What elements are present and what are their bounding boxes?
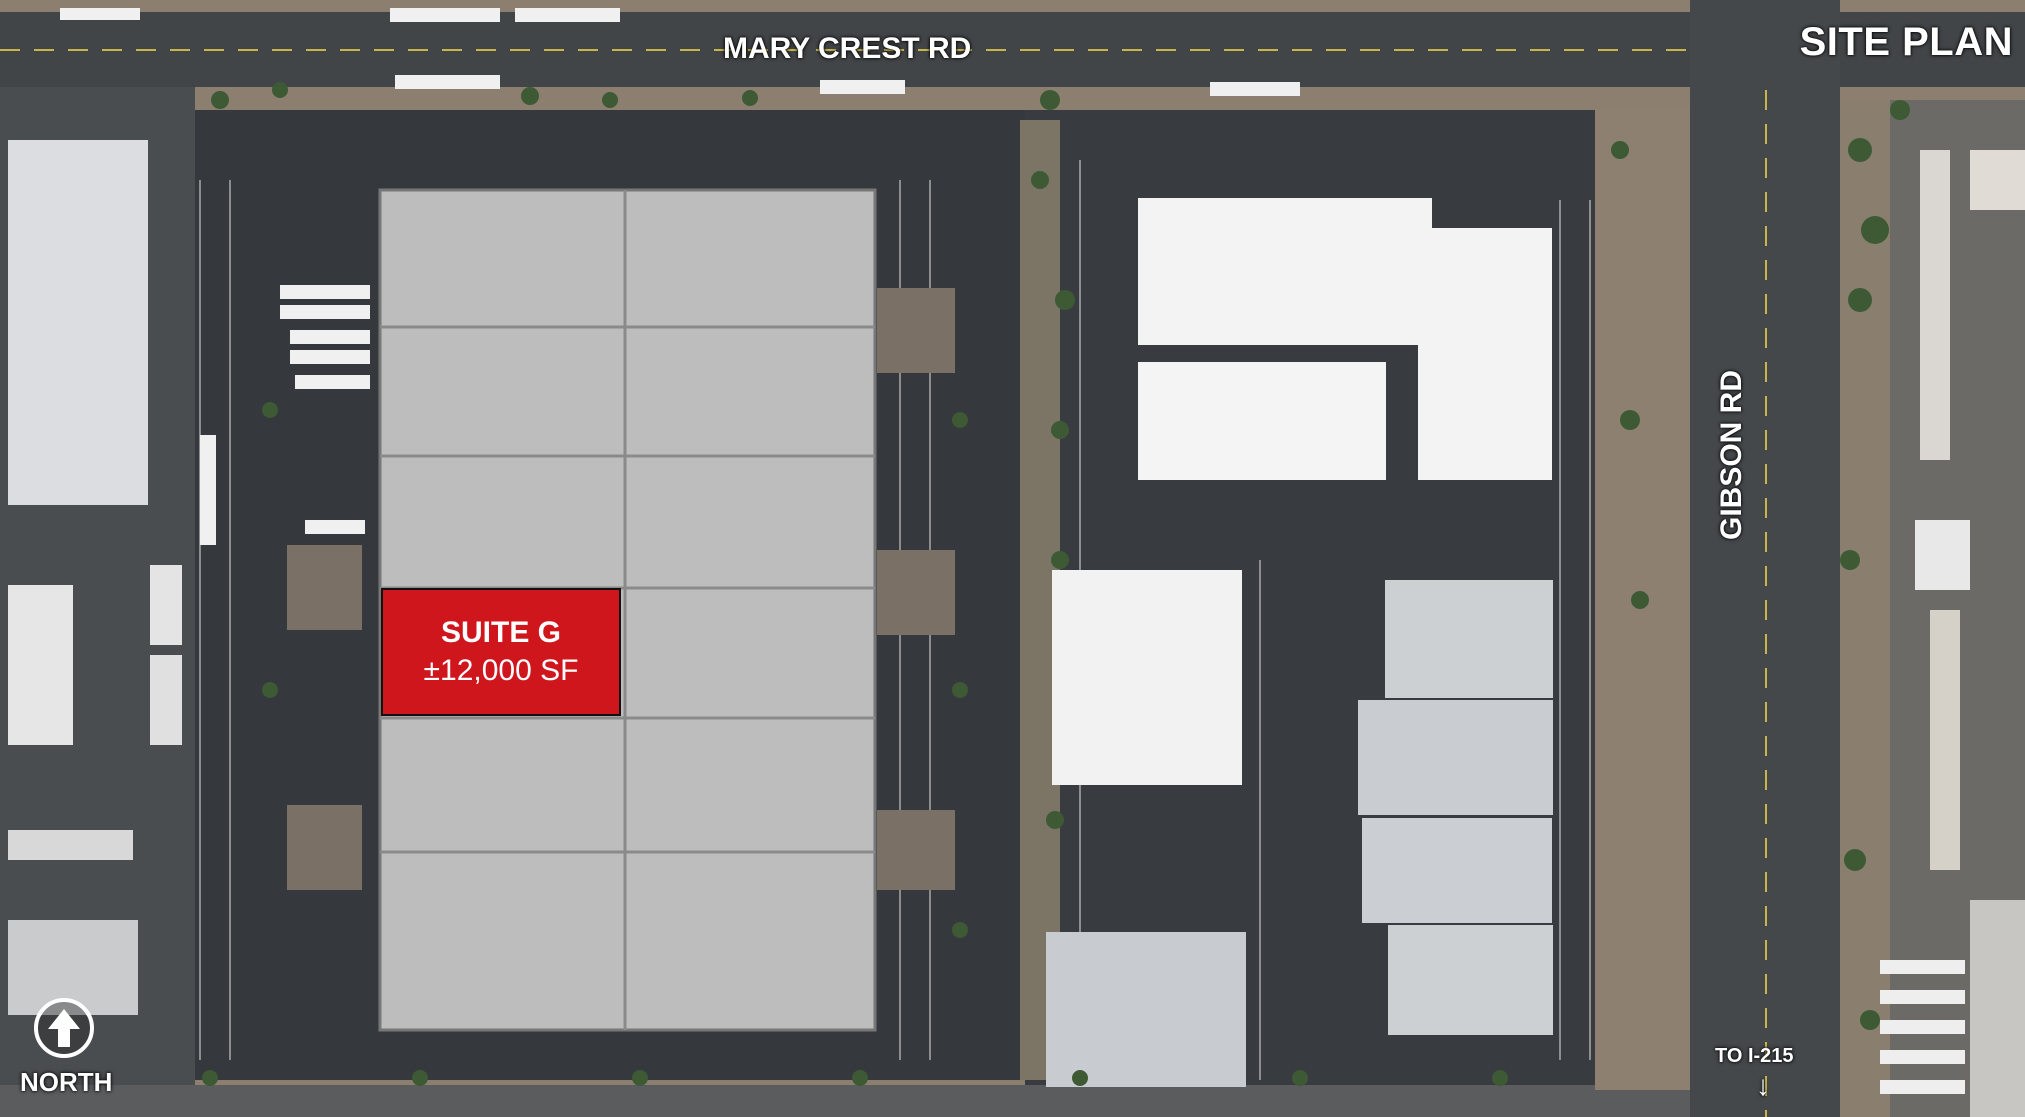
down-arrow-icon: ↓ <box>1756 1070 1770 1101</box>
suite-g-highlight[interactable]: SUITE G ±12,000 SF <box>381 588 621 716</box>
street-label-gibson: GIBSON RD <box>1715 369 1748 540</box>
street-label-mary-crest: MARY CREST RD <box>723 32 972 65</box>
suite-name: SUITE G <box>440 616 561 649</box>
site-plan-title: SITE PLAN <box>1799 20 2013 64</box>
direction-note: TO I-215 <box>1715 1045 1794 1067</box>
suite-area: ±12,000 SF <box>423 654 579 687</box>
north-arrow-icon <box>34 998 94 1058</box>
north-label: NORTH <box>20 1067 113 1097</box>
